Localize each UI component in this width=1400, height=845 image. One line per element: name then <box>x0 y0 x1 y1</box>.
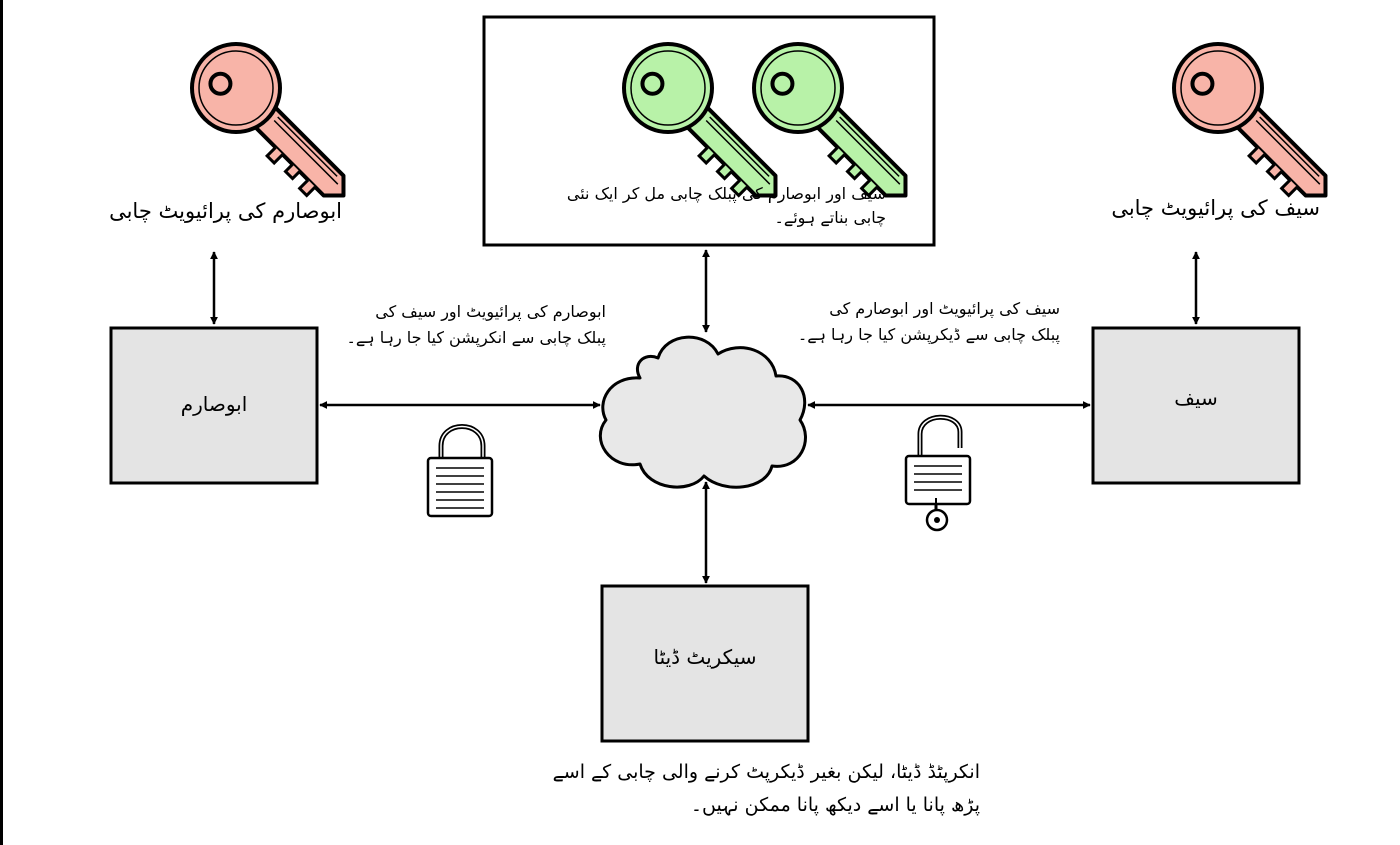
abusarim-public-key-icon <box>606 26 778 198</box>
encrypted-data-note-line1: انکرپٹڈ ڈیٹا، لیکن بغیر ڈیکرپٹ کرنے والی… <box>552 761 980 783</box>
shared-key-caption-line2: چابی بناتے ہوئے۔ <box>774 208 886 227</box>
saif-public-key-icon <box>736 26 908 198</box>
encryption-caption-line1: ابوصارم کی پرائیویٹ اور سیف کی <box>375 302 606 321</box>
saif-box <box>1091 326 1301 485</box>
abusarim-private-key-icon <box>174 26 346 198</box>
cloud-icon <box>599 335 807 489</box>
saif-node-label: سیف <box>1174 386 1218 410</box>
decryption-caption-line2: پبلک چابی سے ڈیکرپشن کیا جا رہا ہے۔ <box>797 325 1060 344</box>
abusarim-private-key-label: ابوصارم کی پرائیویٹ چابی <box>109 199 342 223</box>
decryption-caption-line1: سیف کی پرائیویٹ اور ابوصارم کی <box>829 299 1060 318</box>
encrypted-data-note: انکرپٹڈ ڈیٹا، لیکن بغیر ڈیکرپٹ کرنے والی… <box>480 756 980 822</box>
abusarim-box <box>109 326 319 485</box>
encryption-caption: ابوصارم کی پرائیویٹ اور سیف کی پبلک چابی… <box>326 299 607 351</box>
shared-key-caption-line1: سیف اور ابوصارم کی پبلک چابی مل کر ایک ن… <box>566 184 886 203</box>
saif-private-key-icon <box>1156 26 1328 198</box>
secret-data-node-label: سیکریٹ ڈیٹا <box>653 645 757 669</box>
open-padlock-icon <box>904 414 972 532</box>
abusarim-node-label: ابوصارم <box>180 392 248 416</box>
closed-padlock-icon <box>426 424 494 518</box>
encryption-caption-line2: پبلک چابی سے انکرپشن کیا جا رہا ہے۔ <box>346 328 607 347</box>
shared-key-caption: سیف اور ابوصارم کی پبلک چابی مل کر ایک ن… <box>520 182 886 230</box>
decryption-caption: سیف کی پرائیویٹ اور ابوصارم کی پبلک چابی… <box>790 296 1060 348</box>
saif-private-key-label: سیف کی پرائیویٹ چابی <box>1111 196 1320 220</box>
secret-data-box <box>600 584 810 743</box>
encrypted-data-note-line2: پڑھ پانا یا اسے دیکھ پانا ممکن نہیں۔ <box>690 794 980 816</box>
